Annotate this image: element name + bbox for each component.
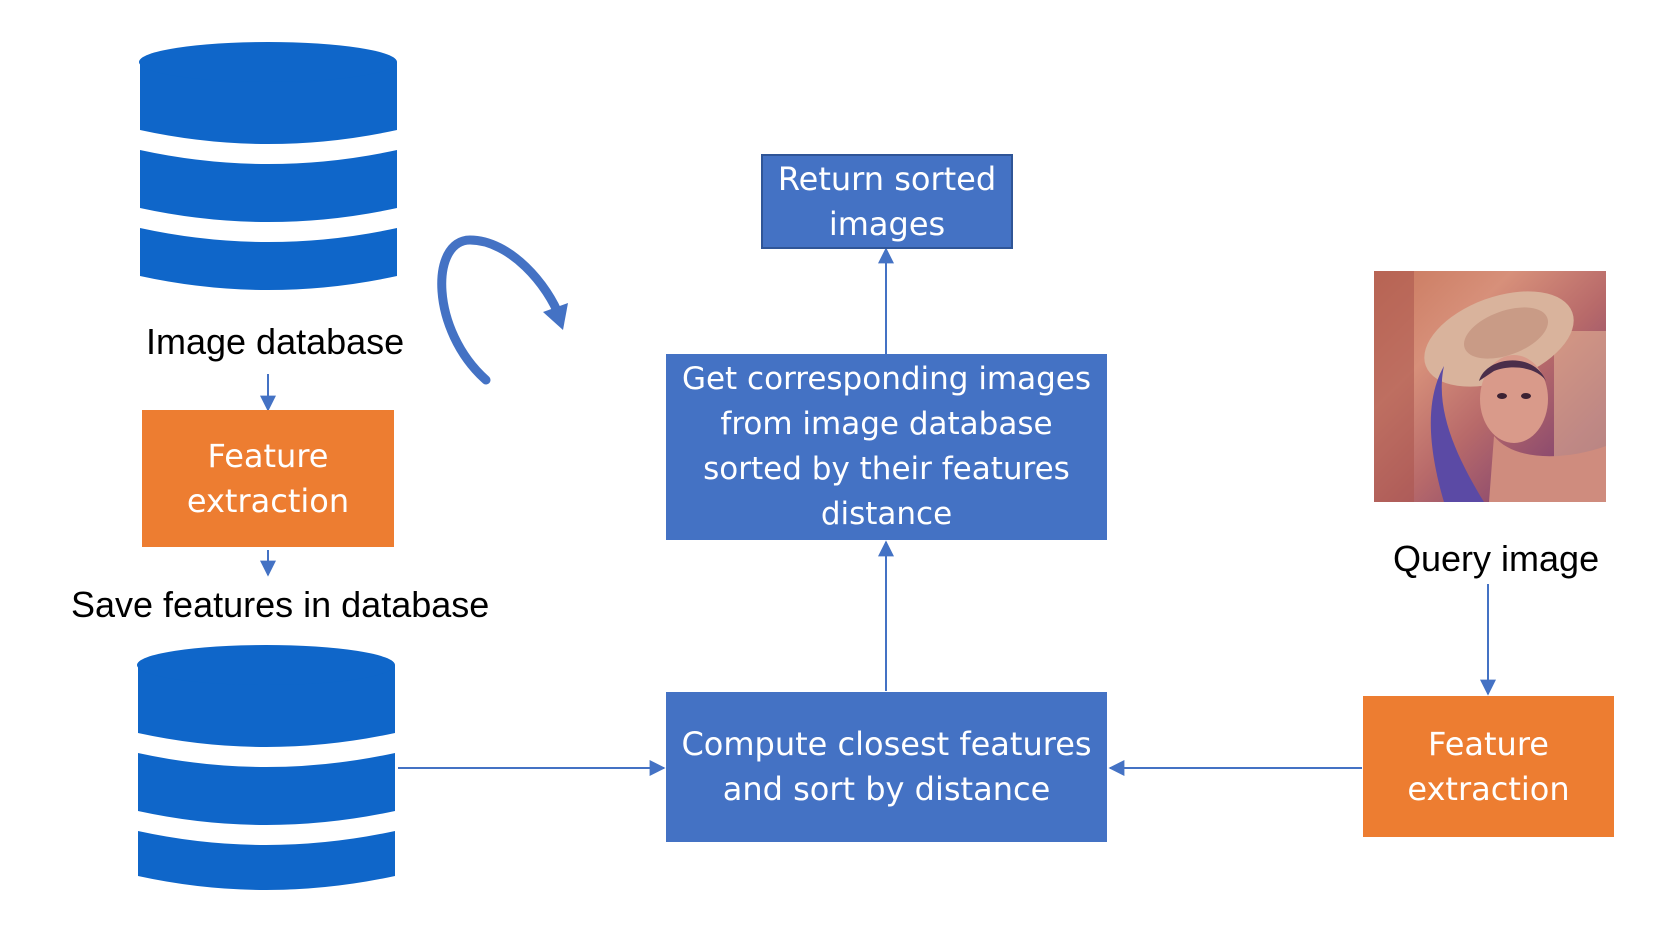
feature-extraction-text: Feature extraction <box>1407 724 1570 808</box>
save-features-label: Save features in database <box>71 584 490 625</box>
database-icon <box>139 42 397 290</box>
return-sorted-box: Return sorted images <box>761 154 1013 249</box>
return-sorted-text: Return sorted images <box>777 159 997 243</box>
feature-extraction-text: Feature extraction <box>186 436 350 520</box>
image-database-label: Image database <box>146 321 405 362</box>
portrait-photo-icon <box>1374 271 1606 502</box>
query-image-label: Query image <box>1393 538 1600 579</box>
portrait-illustration <box>1374 271 1606 502</box>
feature-extraction-box-left: Feature extraction <box>142 410 394 547</box>
database-icon <box>137 645 395 890</box>
feature-extraction-box-right: Feature extraction <box>1363 696 1614 837</box>
curved-arrow-icon <box>437 235 568 385</box>
corresponding-images-text: Get corresponding images from image data… <box>681 361 1092 532</box>
compute-closest-text: Compute closest features and sort by dis… <box>681 725 1092 808</box>
corresponding-images-box: Get corresponding images from image data… <box>666 354 1107 540</box>
compute-closest-box: Compute closest features and sort by dis… <box>666 692 1107 842</box>
